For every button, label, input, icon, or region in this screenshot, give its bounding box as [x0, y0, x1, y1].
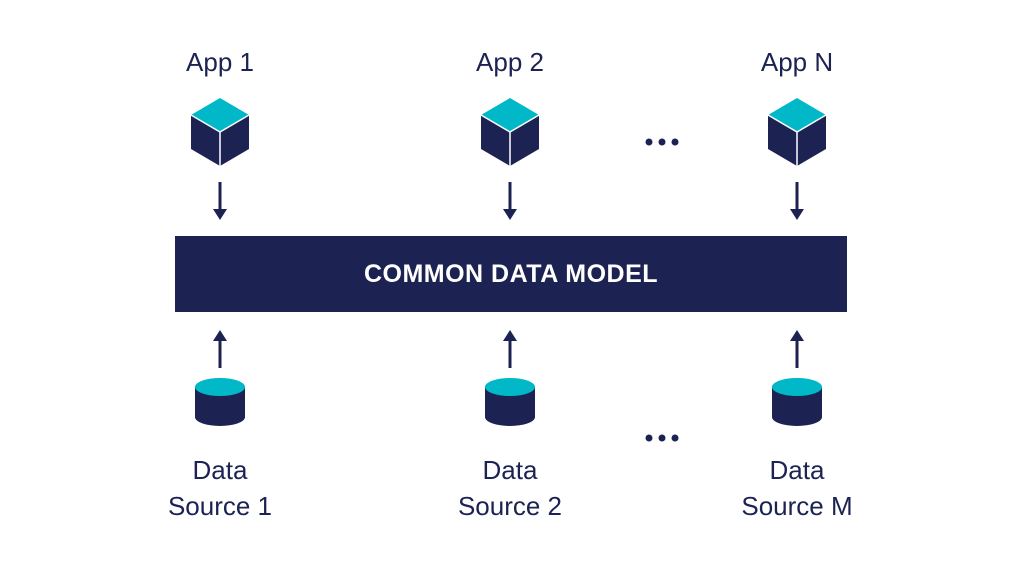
common-data-model-banner: COMMON DATA MODEL — [175, 236, 847, 312]
app-label-2: App 2 — [476, 47, 544, 77]
data-source-label-1: Data Source 1 — [130, 452, 310, 524]
data-source-label-line1: Data — [482, 455, 538, 485]
ellipsis-icon — [643, 433, 683, 443]
cube-icon — [766, 96, 828, 168]
arrow-down-icon — [503, 182, 517, 222]
data-source-label-2: Data Source 2 — [420, 452, 600, 524]
data-source-label-line1: Data — [769, 455, 825, 485]
cube-icon — [479, 96, 541, 168]
data-source-label-line2: Source 1 — [167, 491, 273, 521]
app-label-n: App N — [760, 47, 834, 77]
arrow-down-icon — [790, 182, 804, 222]
ellipsis-icon — [643, 137, 683, 147]
data-source-label-line2: Source 2 — [457, 491, 563, 521]
arrow-down-icon — [213, 182, 227, 222]
database-icon — [481, 375, 539, 429]
data-source-label-m: Data Source M — [707, 452, 887, 524]
app-label-1: App 1 — [186, 47, 254, 77]
cube-icon — [189, 96, 251, 168]
model-title: COMMON DATA MODEL — [363, 259, 659, 288]
arrow-up-icon — [503, 328, 517, 368]
data-source-label-line1: Data — [192, 455, 248, 485]
data-source-label-line2: Source M — [741, 491, 853, 521]
database-icon — [768, 375, 826, 429]
arrow-up-icon — [790, 328, 804, 368]
arrow-up-icon — [213, 328, 227, 368]
database-icon — [191, 375, 249, 429]
